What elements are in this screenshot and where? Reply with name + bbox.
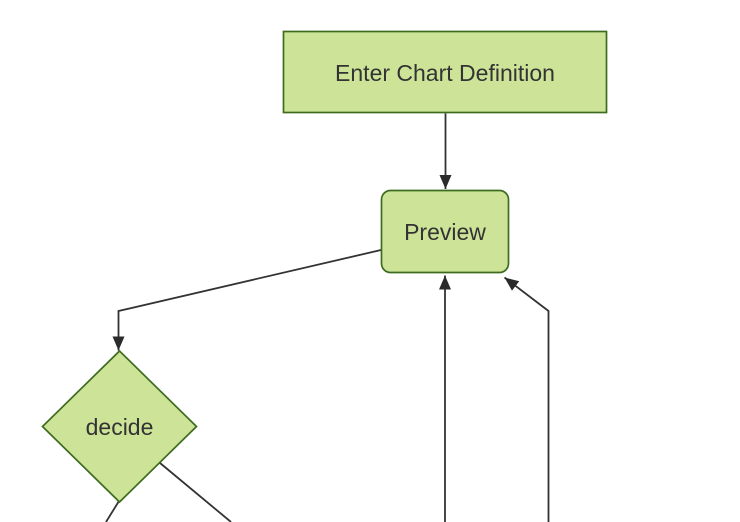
diamond-shape xyxy=(41,349,198,504)
edge-preview-to-decide xyxy=(112,249,382,351)
rectangle-shape xyxy=(282,30,608,114)
node-label: Preview xyxy=(404,219,486,245)
node-label: Enter Chart Definition xyxy=(335,60,555,86)
rounded-rectangle-shape xyxy=(380,189,510,274)
node-decide: decide xyxy=(41,349,198,504)
edge-layer xyxy=(105,113,550,522)
node-label: decide xyxy=(86,414,154,440)
node-enter-chart-definition: Enter Chart Definition xyxy=(282,30,608,114)
edge-decide-to-offscreen-bottom-right xyxy=(159,462,232,522)
node-layer: Enter Chart Definition Preview decide xyxy=(41,30,608,504)
edge-offscreen-bottom-right-to-preview xyxy=(503,276,550,522)
edge-decide-to-offscreen-bottom xyxy=(105,500,120,522)
node-preview: Preview xyxy=(380,189,510,274)
